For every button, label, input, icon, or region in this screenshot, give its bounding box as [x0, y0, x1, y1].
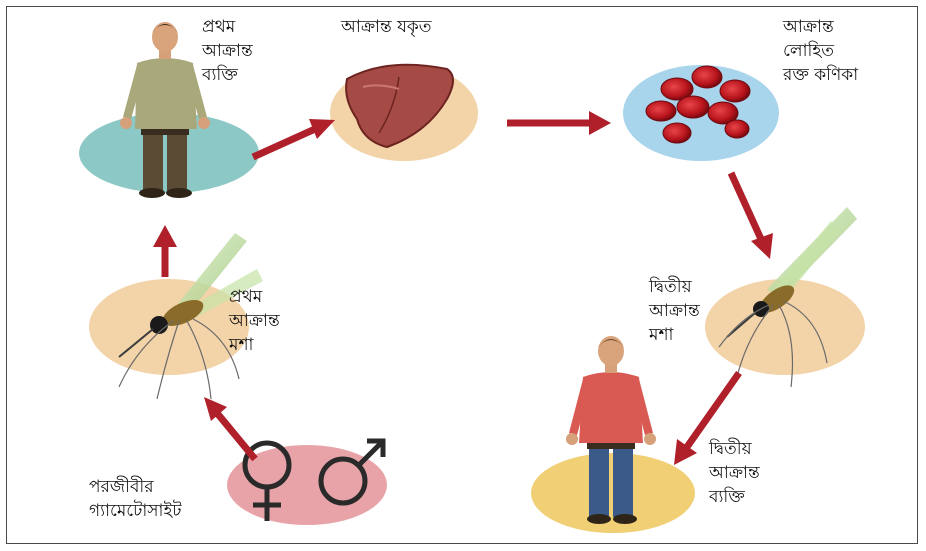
label-first-person: প্রথম আক্রান্ত ব্যক্তি [202, 15, 253, 87]
arrow-person-to-liver [253, 119, 335, 157]
label-line: প্রথম [229, 285, 280, 309]
label-line: আক্রান্ত [783, 15, 858, 39]
label-second-person: দ্বিতীয় আক্রান্ত ব্যক্তি [709, 437, 760, 509]
label-first-mosquito: প্রথম আক্রান্ত মশা [229, 285, 280, 357]
red-blood-cells-illustration [623, 65, 779, 161]
liver-illustration [330, 65, 478, 161]
arrow-gametocyte-to-mosquito [204, 397, 255, 459]
label-rbc: আক্রান্ত লোহিত রক্ত কণিকা [783, 15, 858, 87]
second-mosquito-figure [705, 207, 865, 387]
label-line: দ্বিতীয় [709, 437, 760, 461]
label-line: পরজীবীর [89, 475, 182, 499]
label-line: গ্যামেটোসাইট [89, 499, 182, 523]
label-line: প্রথম [202, 15, 253, 39]
arrow-liver-to-rbc [507, 111, 611, 135]
second-person-figure [531, 336, 695, 533]
label-line: মশা [649, 323, 700, 347]
label-line: রক্ত কণিকা [783, 63, 858, 87]
arrow-mosquito-to-person-up [153, 225, 177, 277]
label-line: লোহিত [783, 39, 858, 63]
label-second-mosquito: দ্বিতীয় আক্রান্ত মশা [649, 275, 700, 347]
label-line: আক্রান্ত [649, 299, 700, 323]
label-line: আক্রান্ত যকৃত [341, 15, 432, 39]
label-line: দ্বিতীয় [649, 275, 700, 299]
diagram-artwork [7, 7, 919, 545]
label-line: মশা [229, 333, 280, 357]
label-liver: আক্রান্ত যকৃত [341, 15, 432, 39]
label-gametocyte: পরজীবীর গ্যামেটোসাইট [89, 475, 182, 523]
label-line: আক্রান্ত [202, 39, 253, 63]
label-line: ব্যক্তি [709, 485, 760, 509]
life-cycle-diagram: প্রথম আক্রান্ত ব্যক্তি আক্রান্ত যকৃত আক্… [6, 6, 918, 544]
label-line: আক্রান্ত [709, 461, 760, 485]
label-line: আক্রান্ত [229, 309, 280, 333]
label-line: ব্যক্তি [202, 63, 253, 87]
arrow-rbc-to-mosquito [731, 173, 773, 259]
